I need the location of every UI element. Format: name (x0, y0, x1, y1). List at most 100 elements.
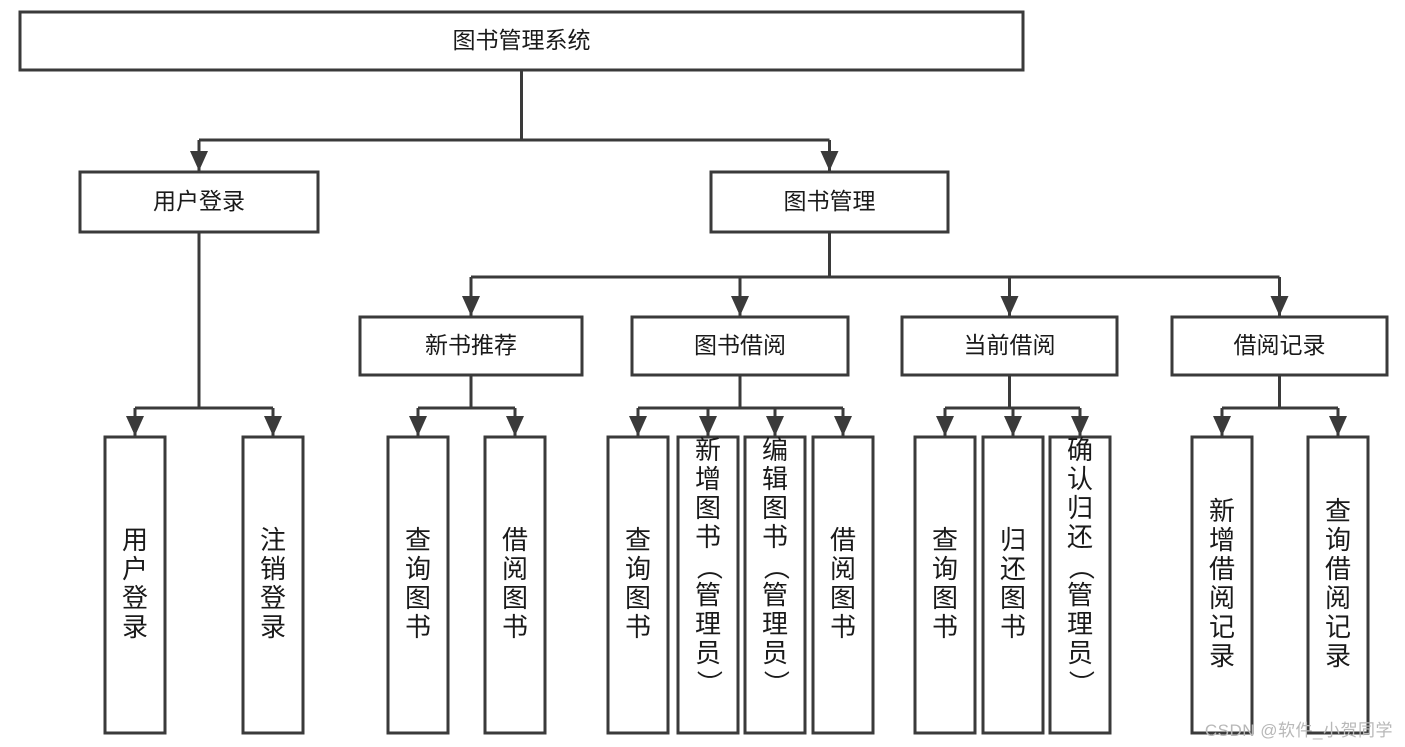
leaf-label-char: 还 (1067, 522, 1093, 552)
node-box[interactable] (483, 435, 547, 735)
leaf-label-char: 书 (932, 612, 958, 642)
arrow-head-icon (834, 416, 852, 436)
node-box[interactable] (386, 435, 450, 735)
level3-node-借阅记录[interactable]: 借阅记录 (1170, 315, 1389, 377)
node-box[interactable] (1170, 315, 1389, 377)
leaf-label-char: 图 (830, 583, 856, 613)
leaf-label-char: 录 (260, 612, 286, 642)
leaf-label-char: 记 (1325, 612, 1351, 642)
leaf-label-char: 员 (1067, 638, 1093, 668)
node-box[interactable] (811, 435, 875, 735)
arrow-head-icon (766, 416, 784, 436)
arrow-head-icon (1329, 416, 1347, 436)
leaf-label-char: 借 (1209, 554, 1235, 584)
node-box[interactable] (241, 435, 305, 735)
node-label: 图书管理 (784, 188, 876, 214)
edge-group-book-borrow (629, 375, 852, 436)
leaf-label-char: 询 (625, 554, 651, 584)
node-box[interactable] (743, 435, 807, 735)
leaf-label-char: 管 (695, 580, 721, 610)
leaf-label-char: 书 (762, 522, 788, 552)
node-box[interactable] (1306, 435, 1370, 735)
level2-node-用户登录[interactable]: 用户登录 (78, 170, 320, 234)
leaf-label-char: 理 (1067, 609, 1093, 639)
leaf-label-char: 查 (1325, 496, 1351, 526)
node-box[interactable] (1048, 435, 1112, 735)
leaf-label-char: 管 (762, 580, 788, 610)
edge-group-root (190, 70, 839, 171)
arrow-head-icon (820, 151, 839, 171)
node-box[interactable] (358, 315, 584, 377)
leaf-label-char: 确 (1067, 435, 1093, 465)
node-box[interactable] (676, 435, 740, 735)
node-box[interactable] (900, 315, 1119, 377)
node-box[interactable] (1190, 435, 1254, 735)
node-box[interactable] (606, 435, 670, 735)
leaf-label-char: 图 (625, 583, 651, 613)
leaf-label-char: 户 (122, 554, 148, 584)
level3-node-图书借阅[interactable]: 图书借阅 (630, 315, 850, 377)
leaf-label-char: ） (694, 670, 724, 696)
leaf-label-char: 记 (1209, 612, 1235, 642)
leaf-label-char: 阅 (502, 554, 528, 584)
leaf-label-char: 辑 (762, 464, 788, 494)
leaf-label-char: 录 (1209, 641, 1235, 671)
arrow-head-icon (731, 296, 749, 316)
root-node-图书管理系统[interactable]: 图书管理系统 (18, 10, 1025, 72)
node-box[interactable] (18, 10, 1025, 72)
leaf-label-char: （ (694, 554, 724, 580)
leaf-label-char: 借 (502, 525, 528, 555)
leaf-label-char: 图 (502, 583, 528, 613)
node-box[interactable] (913, 435, 977, 735)
arrow-head-icon (629, 416, 647, 436)
leaf-label-char: 录 (122, 612, 148, 642)
arrow-head-icon (264, 416, 282, 436)
leaf-label-char: 新 (695, 435, 721, 465)
leaf-label-char: 登 (122, 583, 148, 613)
leaf-label-char: 借 (1325, 554, 1351, 584)
node-box[interactable] (103, 435, 167, 735)
level3-node-当前借阅[interactable]: 当前借阅 (900, 315, 1119, 377)
level2-node-图书管理[interactable]: 图书管理 (709, 170, 950, 234)
leaf-label-char: 书 (695, 522, 721, 552)
node-layer: 图书管理系统用户登录图书管理新书推荐图书借阅当前借阅借阅记录用户登录注销登录查询… (18, 10, 1389, 735)
node-label: 图书借阅 (694, 332, 786, 358)
edge-group-current-borrow (936, 375, 1089, 436)
leaf-label-char: 询 (932, 554, 958, 584)
leaf-label-char: 阅 (1209, 583, 1235, 613)
node-box[interactable] (709, 170, 950, 234)
leaf-label-char: 书 (405, 612, 431, 642)
leaf-node-用户登录[interactable]: 用户登录 (103, 435, 167, 735)
node-box[interactable] (630, 315, 850, 377)
leaf-label-char: 图 (762, 493, 788, 523)
arrow-head-icon (1213, 416, 1231, 436)
level3-node-新书推荐[interactable]: 新书推荐 (358, 315, 584, 377)
node-box[interactable] (78, 170, 320, 234)
leaf-label-char: 书 (1000, 612, 1026, 642)
leaf-label-char: 录 (1325, 641, 1351, 671)
leaf-label-char: 还 (1000, 554, 1026, 584)
leaf-label-char: 询 (405, 554, 431, 584)
node-label: 新书推荐 (425, 332, 517, 358)
leaf-label-char: 阅 (1325, 583, 1351, 613)
node-box[interactable] (981, 435, 1045, 735)
